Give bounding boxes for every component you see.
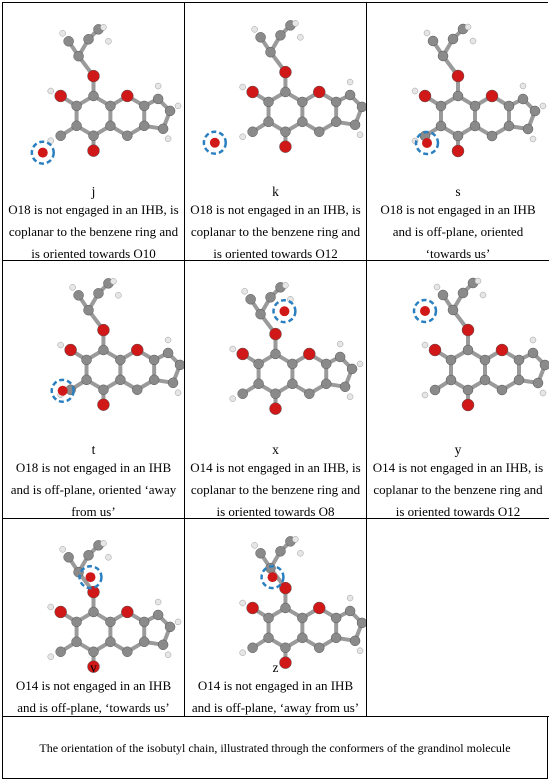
panel-label: s [455,184,461,199]
panel-description: O14 is not engaged in an IHB, is coplana… [190,460,361,519]
panel-description: O14 is not engaged in an IHB and is off-… [191,678,360,715]
empty-panel [367,519,549,717]
panel-description: O18 is not engaged in an IHB, is coplana… [8,202,179,261]
panel-description: O18 is not engaged in an IHB, is coplana… [190,202,361,261]
panel-label: z [272,660,279,675]
panel-description: O14 is not engaged in an IHB and is off-… [15,678,172,715]
panel-label: y [454,442,462,457]
panel-label: x [272,442,279,457]
molecule-model-image [411,23,547,158]
molecule-model-image [30,24,182,165]
panel-label: v [90,660,97,675]
panel-description: O18 is not engaged in an IHB and is off-… [10,460,177,519]
molecule-model-image [412,277,549,412]
panel-label: k [272,184,279,199]
molecule-model-image [47,540,182,673]
panel-label: j [91,184,96,199]
panel-description: O18 is not engaged in an IHB and is off-… [380,202,536,261]
molecule-model-image [229,282,364,415]
panel-description: O14 is not engaged in an IHB, is coplana… [372,460,544,519]
molecule-model-image [50,278,184,411]
panel-label: t [91,442,96,457]
figure-caption: The orientation of the isobutyl chain, i… [39,740,511,755]
molecule-model-image [239,536,366,669]
molecule-model-image [202,20,366,155]
